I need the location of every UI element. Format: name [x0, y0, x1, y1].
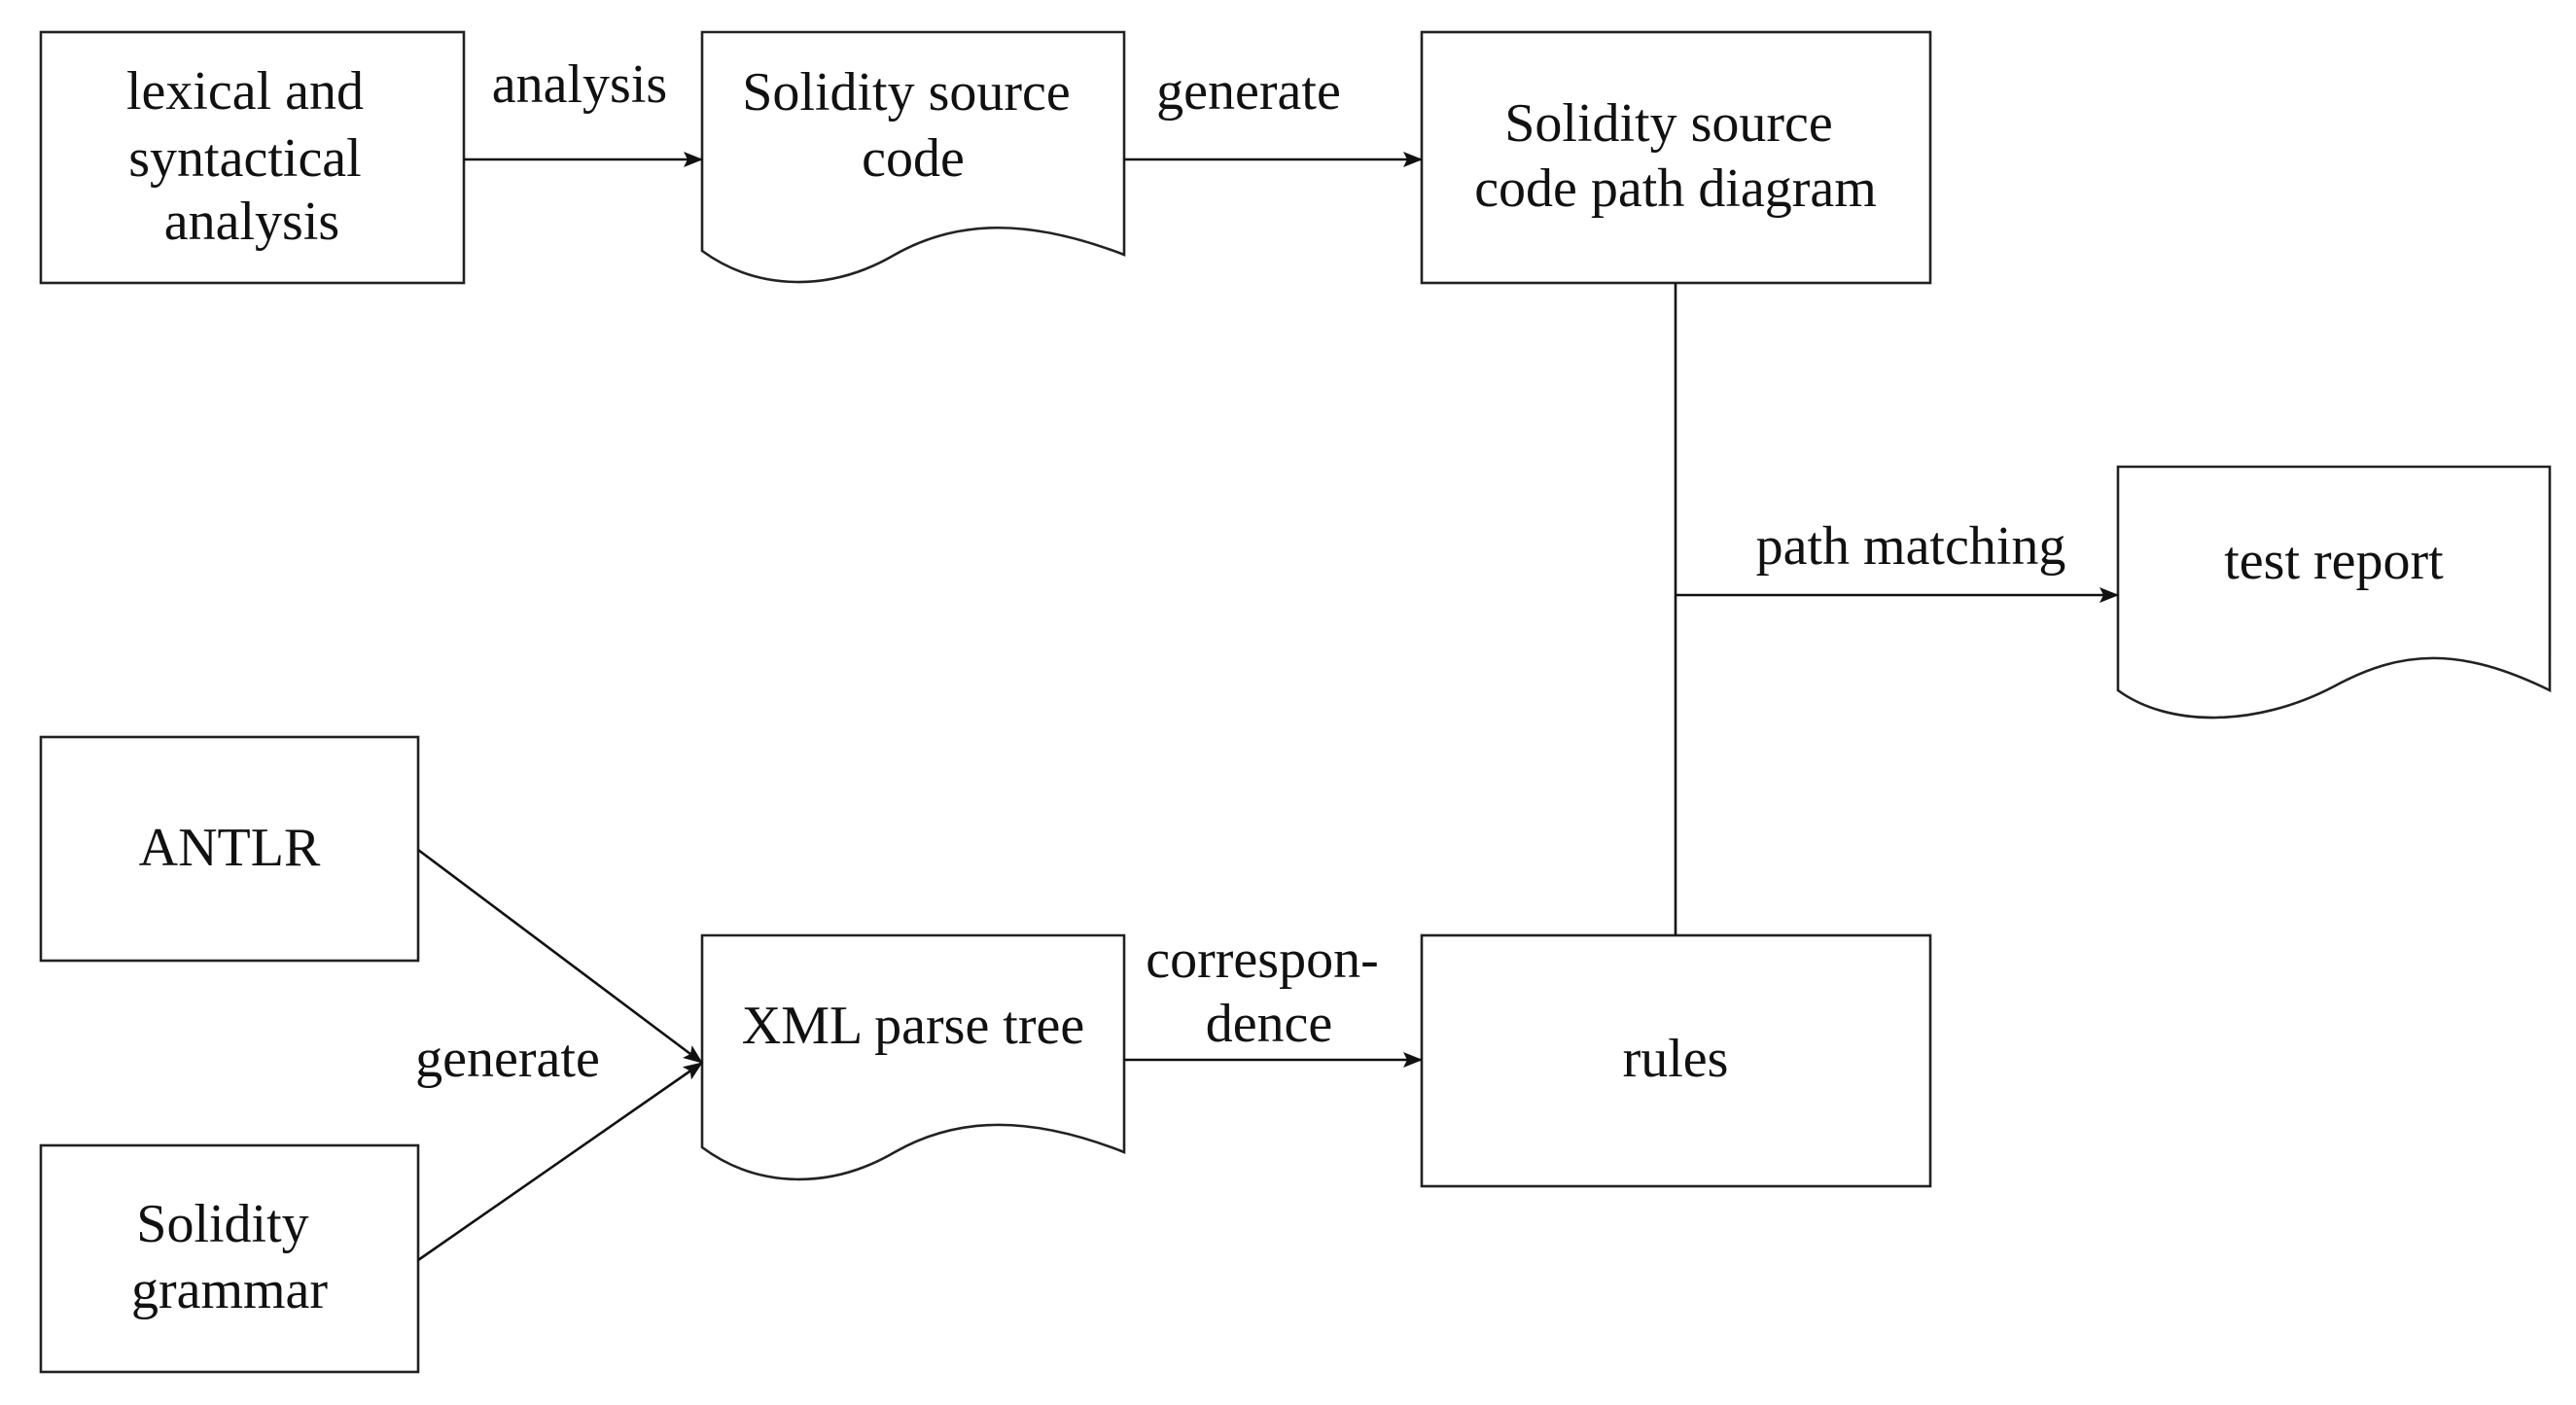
path-diagram-line-2: code path diagram [1474, 158, 1877, 219]
generate-bottom-edge-label: generate [415, 1029, 600, 1089]
svg-text:rules: rules [1623, 1029, 1729, 1089]
antlr-arrow [417, 848, 703, 1065]
source-code-line-1: Solidity source [742, 62, 1071, 123]
rules-node: rules [1420, 933, 1932, 1188]
grammar-arrow [417, 1061, 703, 1262]
path-diagram-line-1: Solidity source [1504, 93, 1833, 154]
svg-text:Solidity source code: Solidity source code [742, 62, 1084, 189]
test-report-node: test report [2116, 465, 2552, 720]
solidity-grammar-node: Solidity grammar [39, 1143, 420, 1374]
correspondence-edge-label: correspon- dence [1146, 930, 1392, 1054]
solidity-grammar-line-1: Solidity [136, 1194, 308, 1254]
test-report-label: test report [2224, 531, 2444, 591]
generate-top-edge-label: generate [1156, 61, 1341, 122]
xml-parse-tree-label: XML parse tree [742, 996, 1084, 1056]
analysis-edge-label: analysis [492, 54, 667, 115]
svg-text:ANTLR: ANTLR [139, 818, 321, 878]
lexical-analysis-line-1: lexical and [126, 61, 364, 122]
svg-text:Solidity source code pat: Solidity source code path diagram [1474, 93, 1877, 219]
path-diagram-node: Solidity source code path diagram [1420, 30, 1932, 285]
antlr-label: ANTLR [139, 818, 321, 878]
lexical-analysis-line-2: syntactical [128, 128, 361, 189]
antlr-node: ANTLR [39, 735, 420, 963]
lexical-analysis-node: lexical and syntactical analysis [39, 30, 466, 285]
rules-label: rules [1623, 1029, 1729, 1089]
lexical-analysis-line-3: analysis [164, 192, 339, 252]
svg-text:Solidity grammar: Solidity grammar [131, 1194, 328, 1320]
solidity-source-code-node: Solidity source code [700, 30, 1126, 284]
solidity-grammar-line-2: grammar [131, 1260, 328, 1320]
source-code-line-2: code [862, 128, 965, 189]
svg-text:XML parse tree: XML parse tree [742, 996, 1084, 1056]
svg-text:test report: test report [2224, 531, 2444, 591]
xml-parse-tree-node: XML parse tree [700, 933, 1126, 1181]
svg-text:lexical and syntactical: lexical and syntactical analysis [126, 61, 377, 252]
path-matching-edge-label: path matching [1756, 516, 2066, 577]
